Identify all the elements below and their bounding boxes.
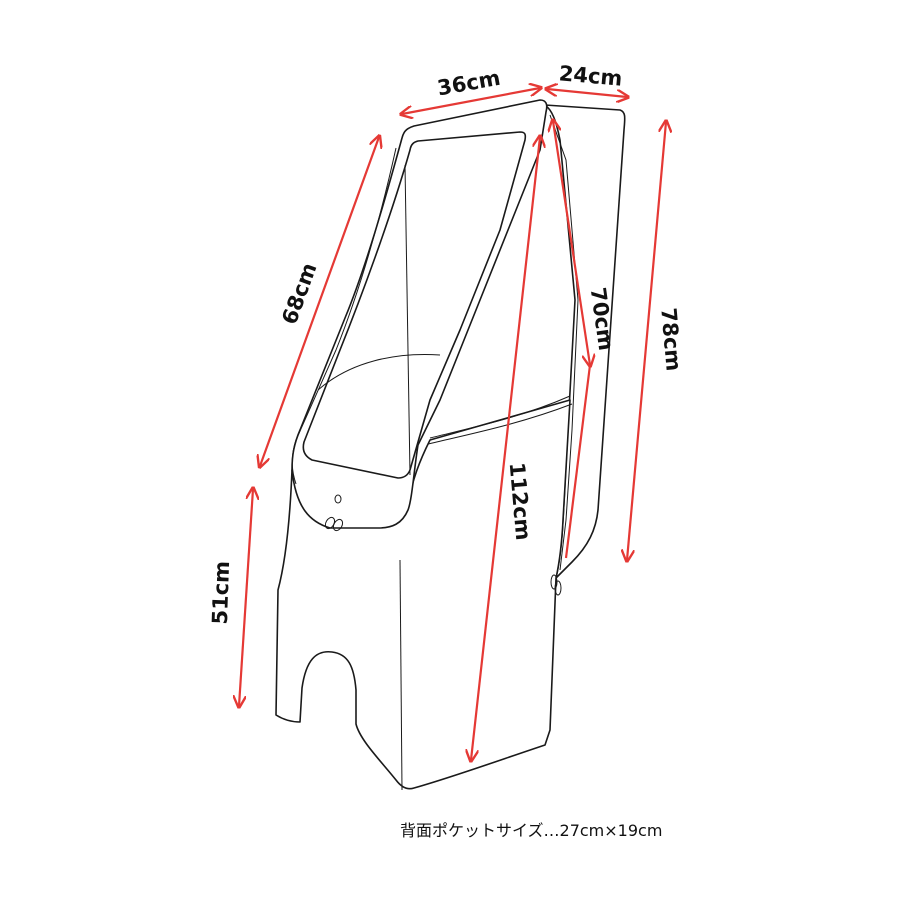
label-width-top: 36cm xyxy=(435,66,502,101)
arrow-side-inner-2 xyxy=(564,364,592,559)
dimension-labels: 36cm 24cm 68cm 70cm 78cm 51cm 112cm xyxy=(208,61,686,625)
arrow-side-inner xyxy=(553,121,590,365)
arrow-side-outer xyxy=(627,122,666,560)
window-inner-edge xyxy=(404,164,411,476)
arrow-width-top xyxy=(402,88,540,114)
pocket-size-caption: 背面ポケットサイズ…27cm×19cm xyxy=(400,821,662,840)
arrow-depth-top xyxy=(547,89,627,97)
arrow-total-height xyxy=(471,137,540,760)
back-bottom-edge xyxy=(399,559,403,791)
arrow-front-length xyxy=(260,137,379,466)
zipper-pull-front xyxy=(324,494,344,532)
seat-cover-illustration xyxy=(275,99,626,791)
label-depth-top: 24cm xyxy=(558,61,623,90)
dimension-arrows xyxy=(239,88,666,760)
label-lower-front: 51cm xyxy=(208,561,234,625)
zipper-pull-side xyxy=(550,574,562,596)
label-side-outer: 78cm xyxy=(656,307,685,372)
arrow-lower-front xyxy=(239,489,253,706)
